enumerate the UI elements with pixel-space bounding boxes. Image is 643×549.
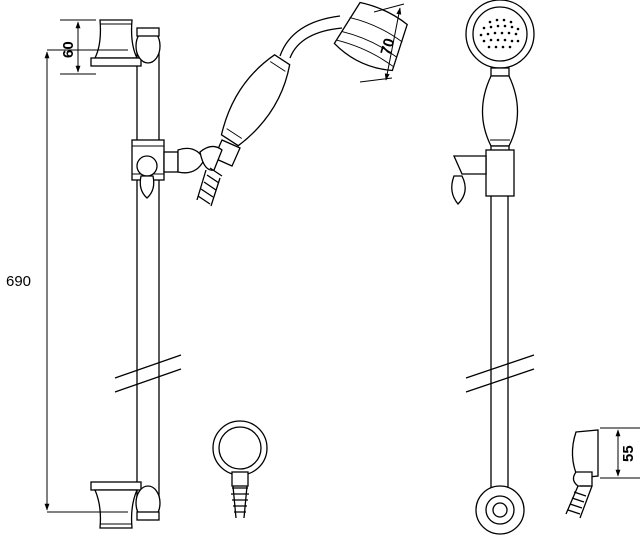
height-dimension: 690	[6, 49, 128, 513]
wall-outlet-front	[212, 420, 268, 519]
bottom-wall-bracket	[90, 481, 161, 529]
bracket-dimension: 60	[60, 19, 96, 75]
slide-rail	[114, 52, 182, 505]
hand-shower	[196, 1, 408, 207]
label-55: 55	[620, 445, 637, 462]
side-rail	[465, 196, 535, 488]
shower-head-face	[465, 0, 535, 77]
side-holder	[451, 149, 515, 205]
label-690: 690	[6, 273, 31, 290]
front-view: 690 60 70	[6, 1, 408, 529]
slider-holder	[131, 139, 205, 199]
spray-holes	[479, 18, 520, 49]
top-wall-bracket	[90, 19, 161, 67]
side-wall-outlet	[475, 485, 525, 535]
elbow-dimension: 55	[600, 427, 640, 479]
label-60: 60	[60, 41, 77, 58]
head-dimension: 70	[359, 3, 405, 83]
side-view: 55	[451, 0, 640, 535]
label-70: 70	[378, 36, 399, 57]
elbow-side	[565, 429, 599, 519]
